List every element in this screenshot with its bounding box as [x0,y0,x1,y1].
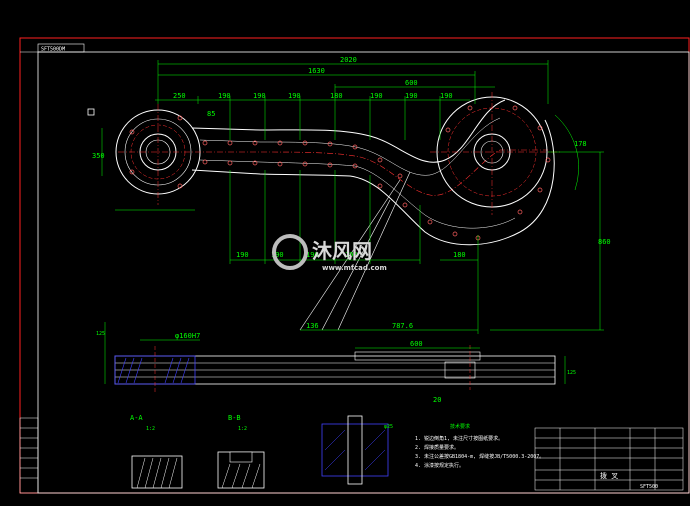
section-a-scale: 1:2 [146,426,155,432]
watermark: 沐风网 www.mfcad.com [272,234,387,272]
dim-chain-6: 190 [370,92,383,100]
dim-178: 178 [574,140,587,148]
label-phi160: φ160H7 [175,332,200,340]
ucs-marker-icon [87,108,95,116]
dim-chain-5: 180 [330,92,343,100]
inner-frame [37,51,690,494]
dimension-lines [101,60,604,334]
dim-860: 860 [598,238,611,246]
section-b-scale: 1:2 [238,426,247,432]
dim-600: 600 [405,79,418,87]
technical-notes: 技术要求 1. 锐边倒角1, 未注尺寸按图纸要求。 2. 焊接质量要求。 3. … [415,423,544,469]
label-phi25: φ25 [384,424,393,430]
side-view [104,322,566,392]
drawing-stamp: SFT500DM [41,47,65,53]
note-1: 1. 锐边倒角1, 未注尺寸按图纸要求。 [415,435,503,442]
dim-chain-3: 190 [253,92,266,100]
arm-upper-edge [191,99,506,163]
section-a-title: A-A [130,414,143,422]
revision-strip [19,417,39,494]
section-a-a: A-A 1:2 [130,414,183,489]
dim-bottom-1: 190 [236,251,249,259]
dim-20: 20 [433,396,441,404]
dim-chain-7: 190 [405,92,418,100]
section-weld-detail: φ25 [321,415,393,485]
title-block [534,427,684,491]
dim-chain-1: 250 [173,92,186,100]
dim-1630: 1630 [308,67,325,75]
watermark-url: www.mfcad.com [322,264,387,272]
dim-chain-8: 190 [440,92,453,100]
arm-hole-pattern [129,105,551,241]
dim-350: 350 [92,152,105,160]
dim-bottom-3: 190 [306,251,319,259]
notes-title: 技术要求 [450,423,470,430]
title-code: SFT500 [640,484,658,490]
dim-2020: 2020 [340,56,357,64]
dim-125b: 125 [567,370,576,376]
note-4: 4. 涂漆按规定执行。 [415,462,464,469]
main-part-view [115,92,560,331]
label-view-600: 600 [410,340,423,348]
arm-lower-edge [191,169,521,246]
dim-125a: 125 [96,331,105,337]
dim-85: 85 [207,110,215,118]
watermark-brand: 沐风网 [312,239,372,263]
dim-bottom-2: 190 [271,251,284,259]
section-b-b: B-B 1:2 [217,414,265,489]
dim-bottom-4: 190 [345,251,358,259]
section-b-title: B-B [228,414,241,422]
stamp-box [37,43,85,53]
title-name: 拨 叉 [600,471,618,480]
dim-136: 136 [306,322,319,330]
dim-chain-4: 190 [288,92,301,100]
note-3: 3. 未注公差按GB1804-m, 焊缝按JB/T5000.3-2007。 [415,453,544,460]
dim-chain-2: 190 [218,92,231,100]
dim-bottom-5: 180 [453,251,466,259]
dim-787: 787.6 [392,322,413,330]
arm-centerline [118,149,548,196]
note-2: 2. 焊接质量要求。 [415,444,459,451]
